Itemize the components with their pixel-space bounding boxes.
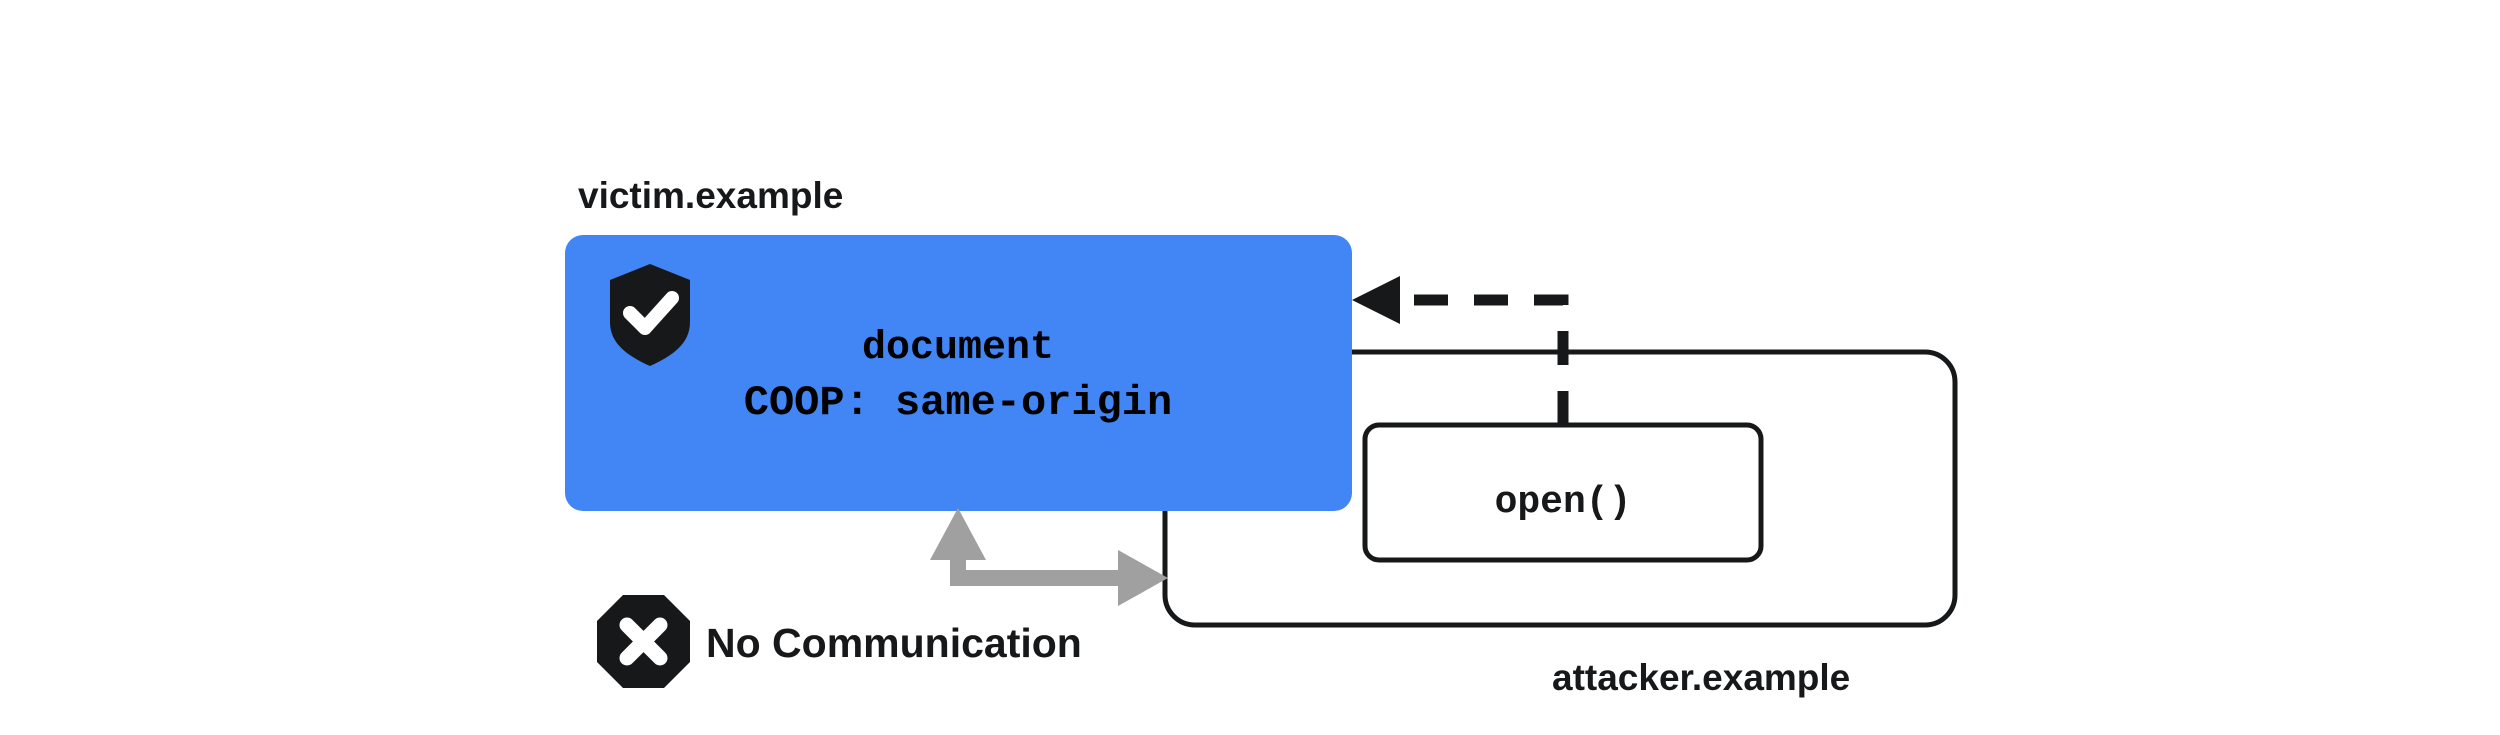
shield-check-icon xyxy=(610,264,690,366)
no-communication-label: No Communication xyxy=(706,620,1082,666)
open-call-label: open() xyxy=(1495,481,1632,524)
open-dashed-arrow xyxy=(1352,276,1569,425)
document-label: document xyxy=(862,326,1054,371)
attacker-label: attacker.example xyxy=(1552,657,1850,698)
coop-header-label: COOP: same-origin xyxy=(744,379,1172,427)
octagon-x-icon xyxy=(597,595,690,688)
no-communication-arrow xyxy=(930,508,1168,606)
victim-panel xyxy=(565,235,1352,511)
victim-label: victim.example xyxy=(578,175,843,216)
